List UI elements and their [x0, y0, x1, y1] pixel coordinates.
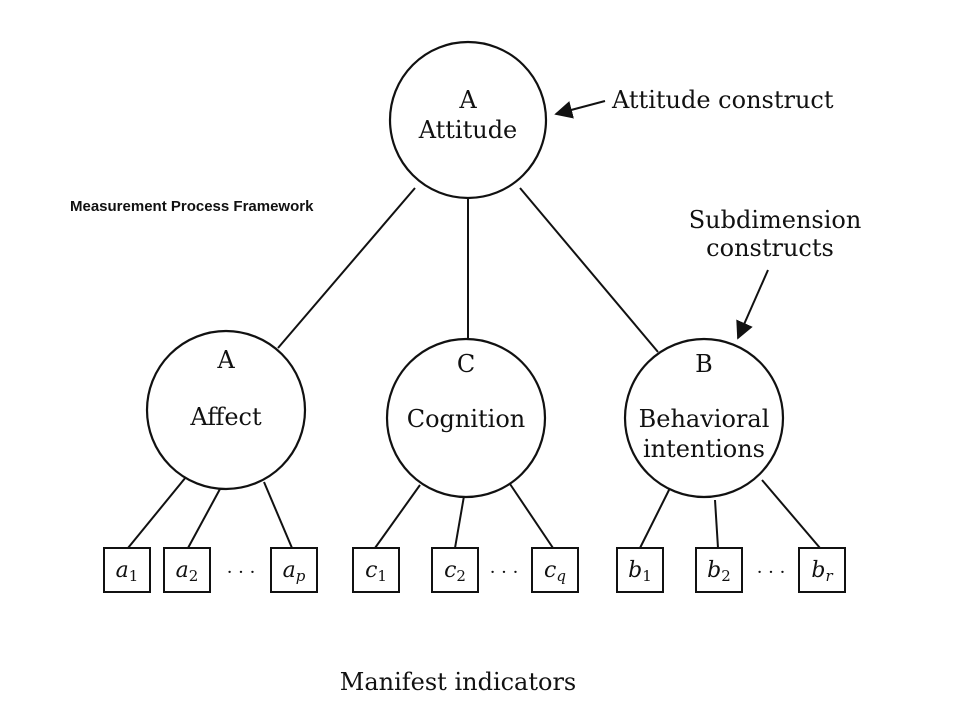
- figure-title: Measurement Process Framework: [70, 198, 314, 215]
- edge-behavioral-br: [761, 479, 821, 549]
- behavioral-label-line1: Behavioral: [639, 405, 770, 433]
- attitude-circle: [388, 40, 548, 200]
- subdimension-arrow: [736, 269, 769, 340]
- indicator-label: cq: [544, 558, 566, 585]
- affect-label: Affect: [189, 403, 262, 431]
- indicator-cq: cq: [531, 547, 579, 593]
- indicator-a2: a2: [163, 547, 211, 593]
- behavioral-label-line2: intentions: [643, 435, 765, 463]
- attitude-letter: A: [458, 86, 477, 114]
- edge-attitude-behavioral: [519, 187, 659, 353]
- indicator-box: [695, 547, 743, 593]
- behavioral-circle: [623, 337, 785, 499]
- indicator-b2: b2: [695, 547, 743, 593]
- affect-node: A Affect: [145, 329, 307, 491]
- attitude-construct-arrow: [554, 100, 606, 119]
- edge-cognition-c1: [374, 484, 421, 549]
- indicator-label: a1: [116, 558, 139, 585]
- indicator-label: ap: [283, 558, 306, 585]
- cognition-ellipsis: · · ·: [490, 562, 519, 583]
- edge-affect-ap: [263, 481, 293, 549]
- edge-cognition-cq: [509, 483, 554, 549]
- indicator-label: c1: [365, 558, 387, 585]
- edge-affect-a1: [127, 476, 187, 549]
- indicator-box: [270, 547, 318, 593]
- indicator-label: c2: [444, 558, 466, 585]
- edge-behavioral-b2: [714, 499, 719, 549]
- indicator-box: [531, 547, 579, 593]
- cognition-label: Cognition: [407, 405, 526, 433]
- affect-ellipsis: · · ·: [227, 562, 256, 583]
- edge-cognition-c2: [454, 495, 465, 549]
- attitude-node: A Attitude: [388, 40, 548, 200]
- indicator-box: [616, 547, 664, 593]
- behavioral-node: B Behavioral intentions: [623, 337, 785, 499]
- indicator-label: b2: [707, 558, 731, 585]
- attitude-construct-label: Attitude construct: [611, 86, 834, 114]
- affect-letter: A: [216, 346, 235, 374]
- indicator-box: [798, 547, 846, 593]
- indicator-label: b1: [628, 558, 652, 585]
- indicator-label: br: [811, 558, 833, 585]
- indicator-label: a2: [176, 558, 199, 585]
- affect-circle: [145, 329, 307, 491]
- indicator-box: [163, 547, 211, 593]
- indicator-box: [352, 547, 400, 593]
- manifest-indicators-label: Manifest indicators: [340, 668, 577, 696]
- indicator-box: [431, 547, 479, 593]
- cognition-node: C Cognition: [385, 337, 547, 499]
- indicator-c1: c1: [352, 547, 400, 593]
- cognition-letter: C: [457, 350, 475, 378]
- indicator-ap: ap: [270, 547, 318, 593]
- cognition-circle: [385, 337, 547, 499]
- indicator-a1: a1: [103, 547, 151, 593]
- subdimension-label-line2: constructs: [706, 234, 834, 262]
- edge-attitude-affect: [277, 187, 416, 349]
- indicator-br: br: [798, 547, 846, 593]
- behavioral-ellipsis: · · ·: [757, 562, 786, 583]
- edge-behavioral-b1: [639, 487, 671, 549]
- subdimension-label-line1: Subdimension: [689, 206, 862, 234]
- attitude-label: Attitude: [418, 116, 518, 144]
- indicator-c2: c2: [431, 547, 479, 593]
- behavioral-letter: B: [695, 350, 713, 378]
- indicator-b1: b1: [616, 547, 664, 593]
- indicator-box: [103, 547, 151, 593]
- edge-affect-a2: [187, 488, 221, 549]
